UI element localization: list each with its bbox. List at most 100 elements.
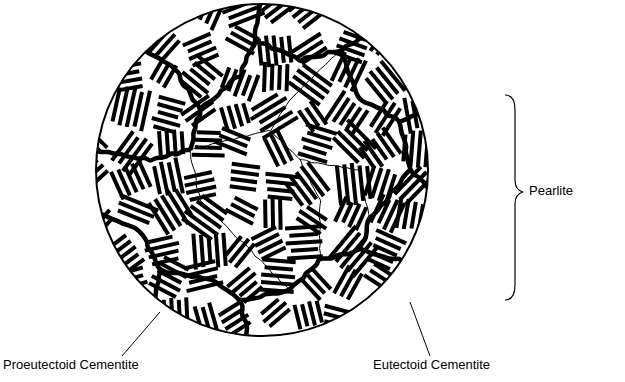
cementite-lamella — [309, 301, 315, 325]
cementite-lamella — [337, 166, 341, 206]
cementite-lamella — [69, 196, 92, 222]
grain-boundary — [190, 149, 290, 290]
cementite-lamella — [158, 104, 183, 111]
cementite-lamella — [195, 307, 203, 335]
phase-label: Eutectoid Cementite — [372, 358, 491, 372]
cementite-lamella — [202, 196, 227, 214]
cementite-lamella — [298, 153, 327, 162]
cementite-lamella — [377, 133, 394, 157]
cementite-lamella — [307, 133, 331, 140]
cementite-lamella — [83, 209, 100, 229]
proeutectoid-cementite-boundary — [90, 209, 160, 330]
cementite-lamella — [152, 118, 180, 126]
cementite-lamella — [302, 304, 307, 326]
cementite-lamella — [211, 0, 226, 30]
cementite-lamella — [270, 64, 275, 91]
cementite-lamella — [236, 104, 242, 126]
cementite-lamella — [317, 301, 322, 323]
cementite-lamella — [243, 75, 251, 95]
cementite-lamella — [225, 236, 241, 256]
proeutectoid-cementite-boundary — [341, 49, 440, 121]
cementite-lamella — [261, 274, 295, 277]
cementite-lamella — [231, 179, 257, 183]
cementite-lamella — [286, 241, 323, 243]
cementite-lamella — [179, 300, 180, 320]
cementite-lamella — [411, 202, 415, 229]
cementite-lamella — [182, 218, 212, 239]
cementite-lamella — [277, 65, 282, 90]
pearlite-bracket — [505, 95, 523, 300]
cementite-lamella — [121, 275, 143, 282]
cementite-lamella — [322, 328, 354, 336]
proeutectoid-cementite-boundary — [89, 150, 190, 161]
cementite-lamella — [200, 0, 211, 20]
cementite-lamella — [76, 201, 98, 226]
cementite-lamella — [186, 186, 216, 193]
cementite-lamella — [261, 282, 294, 285]
cementite-lamella — [325, 91, 345, 121]
cementite-lamella — [265, 0, 292, 18]
cementite-lamella — [227, 268, 249, 287]
cementite-lamella — [384, 37, 399, 57]
cementite-lamella — [148, 237, 172, 243]
cementite-lamella — [291, 34, 320, 53]
cementite-lamella — [263, 260, 296, 263]
cementite-lamella — [289, 234, 317, 236]
cementite-lamella — [185, 179, 215, 186]
cementite-lamella — [167, 131, 169, 157]
cementite-lamella — [299, 111, 314, 132]
cementite-lamella — [175, 158, 183, 194]
cementite-lamella — [287, 0, 310, 3]
cementite-lamella — [271, 198, 276, 229]
cementite-lamella — [134, 92, 142, 127]
cementite-lamella — [333, 138, 358, 163]
cementite-lamella — [285, 64, 290, 91]
cementite-lamella — [301, 279, 321, 300]
cementite-lamella — [252, 94, 278, 110]
cementite-lamella — [389, 59, 409, 83]
cementite-lamella — [383, 128, 401, 154]
cementite-lamella — [261, 299, 278, 314]
grain-boundary — [271, 50, 340, 131]
cementite-lamella — [263, 200, 267, 228]
cementite-lamella — [286, 184, 302, 206]
phase-label: Proeutectoid Cementite — [2, 358, 140, 372]
grain-boundary — [190, 131, 320, 260]
cementite-lamella — [222, 0, 260, 13]
cementite-lamella — [231, 273, 255, 293]
cementite-lamella — [264, 62, 265, 92]
cementite-lamella — [285, 226, 321, 228]
cementite-lamella — [264, 138, 278, 166]
cementite-lamella — [225, 210, 253, 225]
leader-line — [122, 312, 160, 356]
cementite-lamella — [184, 0, 199, 19]
cementite-lamella — [183, 34, 211, 46]
cementite-lamella — [433, 131, 436, 169]
cementite-lamella — [153, 126, 174, 132]
cementite-lamella — [197, 201, 224, 220]
grain-structure — [69, 0, 440, 345]
leader-line — [410, 302, 430, 356]
cementite-lamella — [334, 265, 349, 293]
cementite-lamella — [365, 166, 374, 196]
cementite-lamella — [231, 171, 259, 175]
cementite-lamella — [76, 160, 97, 179]
cementite-lamella — [289, 36, 292, 63]
cementite-lamella — [265, 174, 299, 177]
cementite-lamella — [159, 131, 161, 157]
cementite-lamella — [404, 199, 409, 229]
cementite-lamella — [232, 164, 260, 168]
cementite-lamella — [410, 131, 413, 167]
cementite-lamella — [79, 141, 96, 158]
cementite-lamella — [278, 197, 283, 230]
cementite-lamella — [184, 261, 215, 268]
cementite-lamella — [209, 237, 211, 263]
cementite-lamella — [364, 141, 382, 167]
cementite-lamella — [216, 232, 219, 267]
cementite-lamella — [80, 165, 103, 185]
cementite-lamella — [149, 203, 169, 234]
proeutectoid-cementite-boundary — [360, 170, 410, 249]
cementite-lamella — [303, 147, 326, 154]
cementite-lamella — [154, 34, 175, 58]
cementite-lamella — [294, 305, 300, 329]
